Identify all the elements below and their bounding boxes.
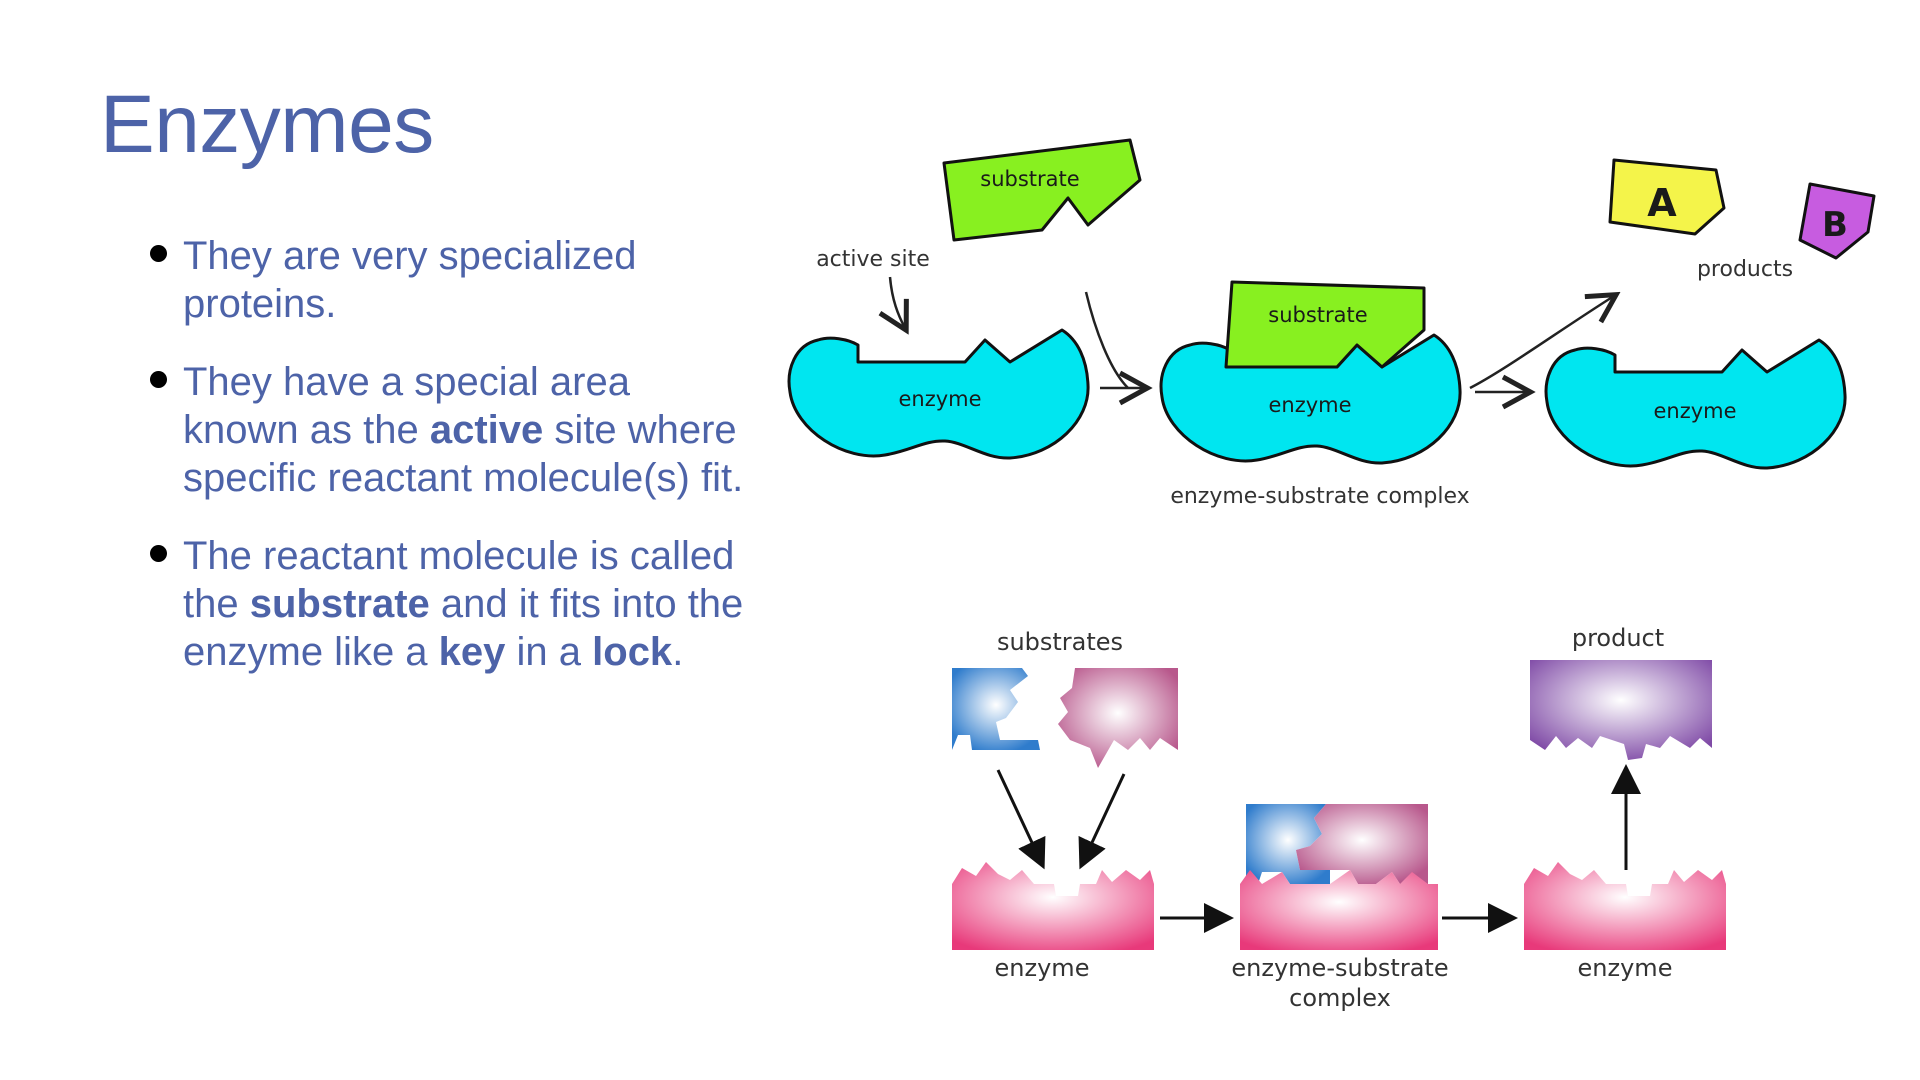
- enzyme-label-1: enzyme: [898, 387, 981, 411]
- bullet-emphasis: lock: [592, 630, 673, 674]
- bullet-run: .: [672, 630, 684, 674]
- free-substrate-shape: [942, 138, 1142, 242]
- product-a-shape: [1608, 158, 1726, 236]
- bullet-dot-icon: [150, 371, 167, 388]
- product-a-label: A: [1647, 181, 1677, 225]
- complex-mauve-substrate: [1296, 804, 1428, 884]
- products-label: products: [1697, 257, 1793, 282]
- mauve-substrate-shape: [1058, 668, 1178, 768]
- bullet-run: They are very specialized proteins.: [183, 234, 637, 326]
- bullet-text: They have a special area known as the ac…: [183, 360, 743, 500]
- active-site-arrow: [890, 276, 905, 328]
- bottom-arrow-down-2: [1078, 773, 1126, 870]
- product-label: product: [1572, 624, 1664, 652]
- bullet-item: The reactant molecule is called the subs…: [150, 532, 750, 676]
- bottom-enzyme-label-1: enzyme: [995, 954, 1090, 982]
- top-arrow-1: [1084, 291, 1129, 389]
- bullet-emphasis: active: [429, 408, 544, 452]
- bullet-run: They have a special area known as the: [183, 360, 630, 452]
- lock-enzyme-2: [1524, 862, 1726, 950]
- bullet-run: and it fits into the enzyme like a: [183, 582, 744, 674]
- complex-substrate-shape: [1224, 280, 1426, 369]
- complex-blue-substrate: [1246, 804, 1330, 884]
- free-substrate-label: substrate: [980, 167, 1079, 191]
- bullet-emphasis: substrate: [249, 582, 430, 626]
- product-b-label: B: [1822, 205, 1848, 245]
- complex-label-line-2: complex: [1289, 984, 1391, 1012]
- bottom-enzyme-label-2: enzyme: [1578, 954, 1673, 982]
- bullet-list: They are very specialized proteins. They…: [150, 232, 750, 706]
- bullet-text: The reactant molecule is called the subs…: [183, 534, 743, 674]
- bullet-item: They are very specialized proteins.: [150, 232, 750, 328]
- bullet-item: They have a special area known as the ac…: [150, 358, 750, 502]
- enzyme-shape-1: [787, 328, 1090, 460]
- blue-substrate-shape: [952, 668, 1040, 750]
- bullet-emphasis: key: [438, 630, 506, 674]
- complex-label-line-1: enzyme-substrate: [1231, 954, 1448, 982]
- substrates-label: substrates: [997, 628, 1123, 656]
- complex-substrate-label: substrate: [1268, 303, 1367, 327]
- bullet-dot-icon: [150, 545, 167, 562]
- product-b-shape: [1798, 182, 1876, 260]
- enzyme-label-3: enzyme: [1653, 399, 1736, 423]
- enzyme-label-2: enzyme: [1268, 393, 1351, 417]
- active-site-label: active site: [816, 247, 930, 272]
- top-arrow-2: [1469, 296, 1614, 390]
- lock-enzyme-1: [952, 862, 1154, 950]
- bullet-run: The reactant molecule is called the: [183, 534, 735, 626]
- complex-lock-enzyme: [1240, 870, 1438, 950]
- complex-caption: enzyme-substrate complex: [1170, 484, 1469, 509]
- enzyme-shape-3: [1544, 338, 1847, 470]
- violet-product-shape: [1530, 660, 1712, 760]
- slide-title: Enzymes: [100, 79, 434, 170]
- bullet-text: They are very specialized proteins.: [183, 234, 637, 326]
- bullet-dot-icon: [150, 245, 167, 262]
- bullet-run: site where specific reactant molecule(s)…: [183, 408, 744, 500]
- bottom-arrow-down-1: [996, 769, 1046, 870]
- bullet-run: in a: [505, 630, 593, 674]
